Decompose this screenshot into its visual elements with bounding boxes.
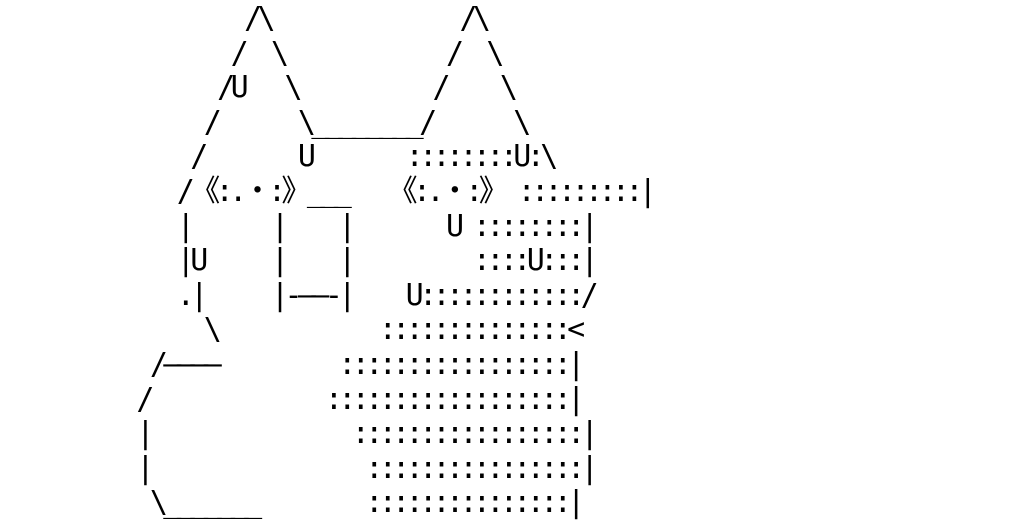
art-line: .| |-——-| U::::::::::::/ [96, 277, 599, 313]
art-line: | :::::::::::::::::| [96, 416, 598, 452]
art-line: /\ /\ [96, 1, 491, 36]
art-line: / \ / \ [96, 35, 505, 71]
art-line: /U \ / \ [96, 70, 518, 106]
art-line: \_______ :::::::::::::::| [96, 485, 585, 521]
art-line: / U ::::::::U:\ [96, 139, 558, 175]
art-line: /———— :::::::::::::::::| [96, 346, 585, 382]
art-line: / \________/ \ [96, 104, 532, 140]
art-line: /《:.・:》___ 《:.・:》 :::::::::| [96, 173, 657, 209]
art-canvas: /\ /\ / \ / \ /U \ / \ / \________/ \ / … [136, 1, 657, 521]
ascii-art-cat: /\ /\ / \ / \ /U \ / \ / \________/ \ / … [96, 1, 657, 521]
art-line: |U | | ::::U:::| [96, 243, 599, 279]
art-line: | | | U ::::::::| [96, 208, 599, 244]
art-line: | ::::::::::::::::| [96, 450, 598, 486]
art-line: / ::::::::::::::::::| [96, 381, 585, 417]
art-line: \ ::::::::::::::< [96, 312, 586, 348]
